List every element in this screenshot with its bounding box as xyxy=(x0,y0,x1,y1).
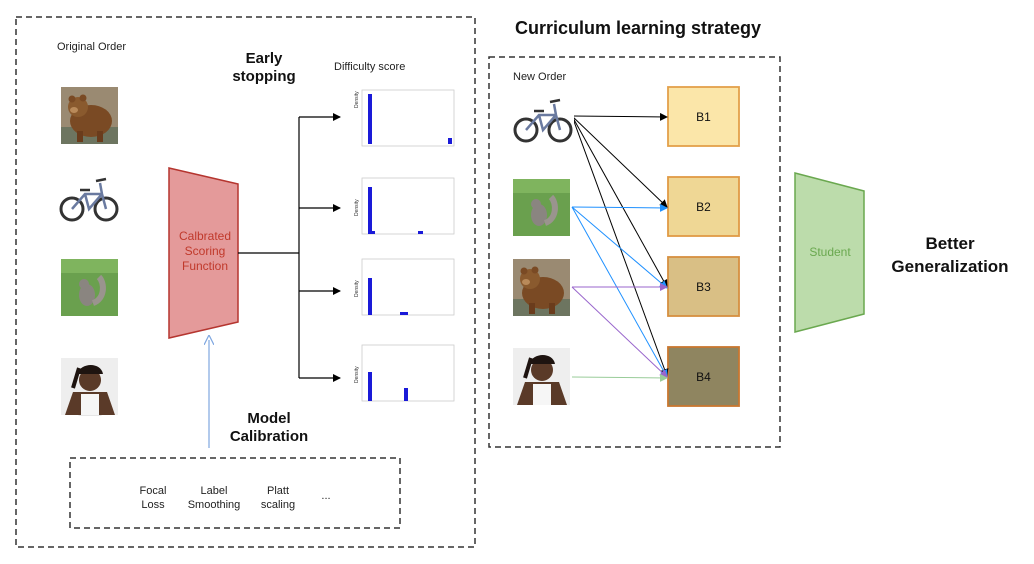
bicycle-image xyxy=(512,88,574,146)
label-smoothing-label: Label Smoothing xyxy=(187,485,241,511)
new-order-label: New Order xyxy=(513,71,567,83)
histogram-bar xyxy=(368,278,372,315)
histogram-bar xyxy=(400,312,408,315)
bicycle-assignment-arrows xyxy=(571,112,669,377)
person-image xyxy=(61,358,118,416)
model-calibration-label: Model Calibration xyxy=(229,410,309,445)
bucket-b3 xyxy=(667,256,740,317)
histogram-4 xyxy=(361,344,455,402)
better-generalization-label: Better Generalization xyxy=(891,234,1009,276)
bucket-b1-label: B1 xyxy=(696,110,711,124)
bucket-b1 xyxy=(667,86,740,147)
histogram-bar xyxy=(448,138,452,144)
histogram-bar xyxy=(418,231,423,234)
left-dashed-panel xyxy=(15,16,476,548)
histogram-ylabel: Density xyxy=(354,366,360,383)
person-assignment-arrows xyxy=(571,373,668,382)
bucket-b4 xyxy=(667,346,740,407)
ellipsis-label: ... xyxy=(321,490,331,502)
bucket-b4-label: B4 xyxy=(696,370,711,384)
histogram-ylabel: Density xyxy=(354,280,360,297)
calibration-methods-box xyxy=(69,457,401,529)
right-dashed-panel xyxy=(488,56,781,448)
student-shape xyxy=(794,172,865,333)
histogram-bar xyxy=(368,372,372,401)
histogram-bar xyxy=(368,94,372,144)
focal-loss-label: Focal Loss xyxy=(139,485,167,511)
bear-image xyxy=(61,87,118,144)
student-label: Student xyxy=(809,245,851,259)
bucket-b3-label: B3 xyxy=(696,280,711,294)
bear-image xyxy=(513,259,570,316)
difficulty-score-label: Difficulty score xyxy=(334,61,406,73)
histogram-ylabel: Density xyxy=(354,91,360,108)
score-branch-connector xyxy=(238,113,341,382)
histogram-bar xyxy=(368,187,372,234)
histogram-2 xyxy=(361,177,455,235)
histogram-1 xyxy=(361,89,455,147)
person-image xyxy=(513,348,570,405)
original-order-label: Original Order xyxy=(57,41,127,53)
bear-assignment-arrows xyxy=(571,283,668,378)
scoring-function-label: Calbrated Scoring Function xyxy=(178,229,232,273)
early-stopping-label: Early stopping xyxy=(232,50,296,85)
squirrel-assignment-arrows xyxy=(571,203,668,378)
platt-scaling-label: Platt scaling xyxy=(260,485,296,511)
squirrel-image xyxy=(513,179,570,236)
histogram-bar xyxy=(372,231,375,234)
squirrel-image xyxy=(61,259,118,316)
scoring-function-shape xyxy=(168,167,239,339)
bicycle-image xyxy=(58,170,120,225)
histogram-ylabel: Density xyxy=(354,199,360,216)
histogram-bar xyxy=(404,388,408,401)
curriculum-title: Curriculum learning strategy xyxy=(515,18,762,38)
bucket-b2-label: B2 xyxy=(696,200,711,214)
bucket-b2 xyxy=(667,176,740,237)
histogram-3 xyxy=(361,258,455,316)
